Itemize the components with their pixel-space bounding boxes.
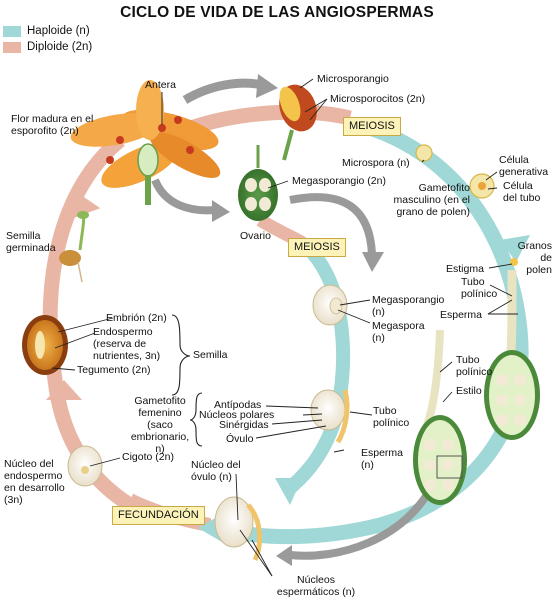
label-cigoto: Cigoto (2n) [122, 451, 174, 463]
label-gametofito-masculino: Gametofito masculino (en el grano de pol… [393, 182, 470, 218]
legend-swatch-diploid [3, 41, 21, 53]
label-tegumento: Tegumento (2n) [77, 364, 151, 376]
legend-swatch-haploid [3, 25, 21, 37]
label-estigma: Estigma [446, 263, 484, 275]
gray-arrow-flower-to-ovary [151, 178, 216, 215]
microspore-illustration [415, 144, 433, 162]
gray-arrow-anther-to-microsporangio [182, 78, 263, 104]
label-microspora: Microspora (n) [342, 157, 410, 169]
stage-meiosis-2: MEIOSIS [288, 238, 346, 257]
label-esperma-2: Esperma (n) [361, 447, 404, 471]
label-microsporangio: Microsporangio [317, 73, 389, 85]
label-ovario: Ovario [240, 230, 271, 242]
label-semilla: Semilla [193, 349, 228, 361]
legend-label-haploid: Haploide (n) [27, 25, 90, 37]
label-antera: Antera [145, 79, 176, 91]
label-nucleo-endospermo: Núcleo del endospermo en desarrollo (3n) [4, 458, 65, 506]
label-gametofito-femenino: Gametofito femenino (saco embrionario, n… [130, 395, 190, 455]
diploid-top-arc [182, 104, 352, 138]
label-semilla-germinada: Semilla germinada [6, 230, 56, 254]
legend-haploid: Haploide (n) [3, 24, 90, 38]
legend-label-diploid: Diploide (2n) [27, 41, 93, 53]
seed-bracket [171, 314, 191, 396]
diploid-arrowhead-1 [66, 190, 101, 221]
label-embrion: Embrión (2n) [106, 312, 167, 324]
label-esperma-1: Esperma [440, 309, 483, 321]
germinated-seed-illustration [59, 211, 89, 283]
label-celula-generativa: Célula generativa [499, 154, 549, 178]
label-nucleo-ovulo: Núcleo del óvulo (n) [191, 459, 241, 483]
diploid-arrowhead-2 [46, 380, 82, 400]
label-megaspora: Megaspora (n) [372, 320, 425, 344]
label-celula-tubo: Célula del tubo [503, 180, 541, 204]
gray-arrowhead-1 [256, 74, 278, 98]
leader-lines [51, 78, 518, 577]
label-estilo: Estilo [456, 385, 482, 397]
label-flor-madura: Flor madura en el esporofito (2n) [11, 113, 94, 137]
label-nucleos-polares: Núcleos polares [199, 409, 275, 421]
label-tubo-polinico-1: Tubo polínico [461, 276, 498, 300]
label-granos-polen: Granos de polen [517, 240, 552, 276]
gray-arrow-pistil-to-nucleos [289, 487, 434, 560]
megaspore-ovule-2 [310, 389, 346, 431]
seed-illustration [22, 315, 68, 375]
haploid-arrowhead-right [500, 235, 530, 262]
stage-fecundacion: FECUNDACIÓN [112, 506, 205, 525]
label-sinergidas: Sinérgidas [219, 419, 269, 431]
pistil-left [413, 329, 467, 505]
female-gametophyte-bracket [189, 392, 203, 447]
label-tubo-polinico-2: Tubo polínico [456, 354, 493, 378]
microsporangium-illustration [279, 84, 317, 161]
diagram-title: CICLO DE VIDA DE LAS ANGIOSPERMAS [120, 4, 434, 21]
legend-diploid: Diploide (2n) [3, 40, 92, 54]
label-tubo-polinico-3: Tubo polínico [373, 405, 410, 429]
label-endospermo: Endospermo (reserva de nutrientes, 3n) [93, 326, 161, 362]
gray-arrow-ovary-to-megasporangio [289, 193, 376, 256]
ovary-illustration [238, 145, 278, 221]
label-megasporangio-n: Megasporangio (n) [372, 294, 445, 318]
gray-arrowhead-3 [362, 252, 384, 272]
stage-meiosis-1: MEIOSIS [343, 117, 401, 136]
label-megasporangio-2n: Megasporangio (2n) [292, 175, 386, 187]
label-ovulo: Óvulo [226, 433, 254, 445]
label-nucleos-espermaticos: Núcleos espermáticos (n) [276, 574, 356, 598]
haploid-inner-arrowhead [275, 478, 302, 505]
pistil-right [484, 258, 540, 440]
label-antipodas: Antípodas [214, 399, 262, 411]
flower-illustration [70, 80, 221, 205]
gray-arrowhead-2 [212, 200, 230, 222]
label-microsporocitos: Microsporocitos (2n) [330, 93, 426, 105]
fertilization-ovule [214, 496, 254, 548]
gray-arrowhead-4 [276, 545, 292, 566]
